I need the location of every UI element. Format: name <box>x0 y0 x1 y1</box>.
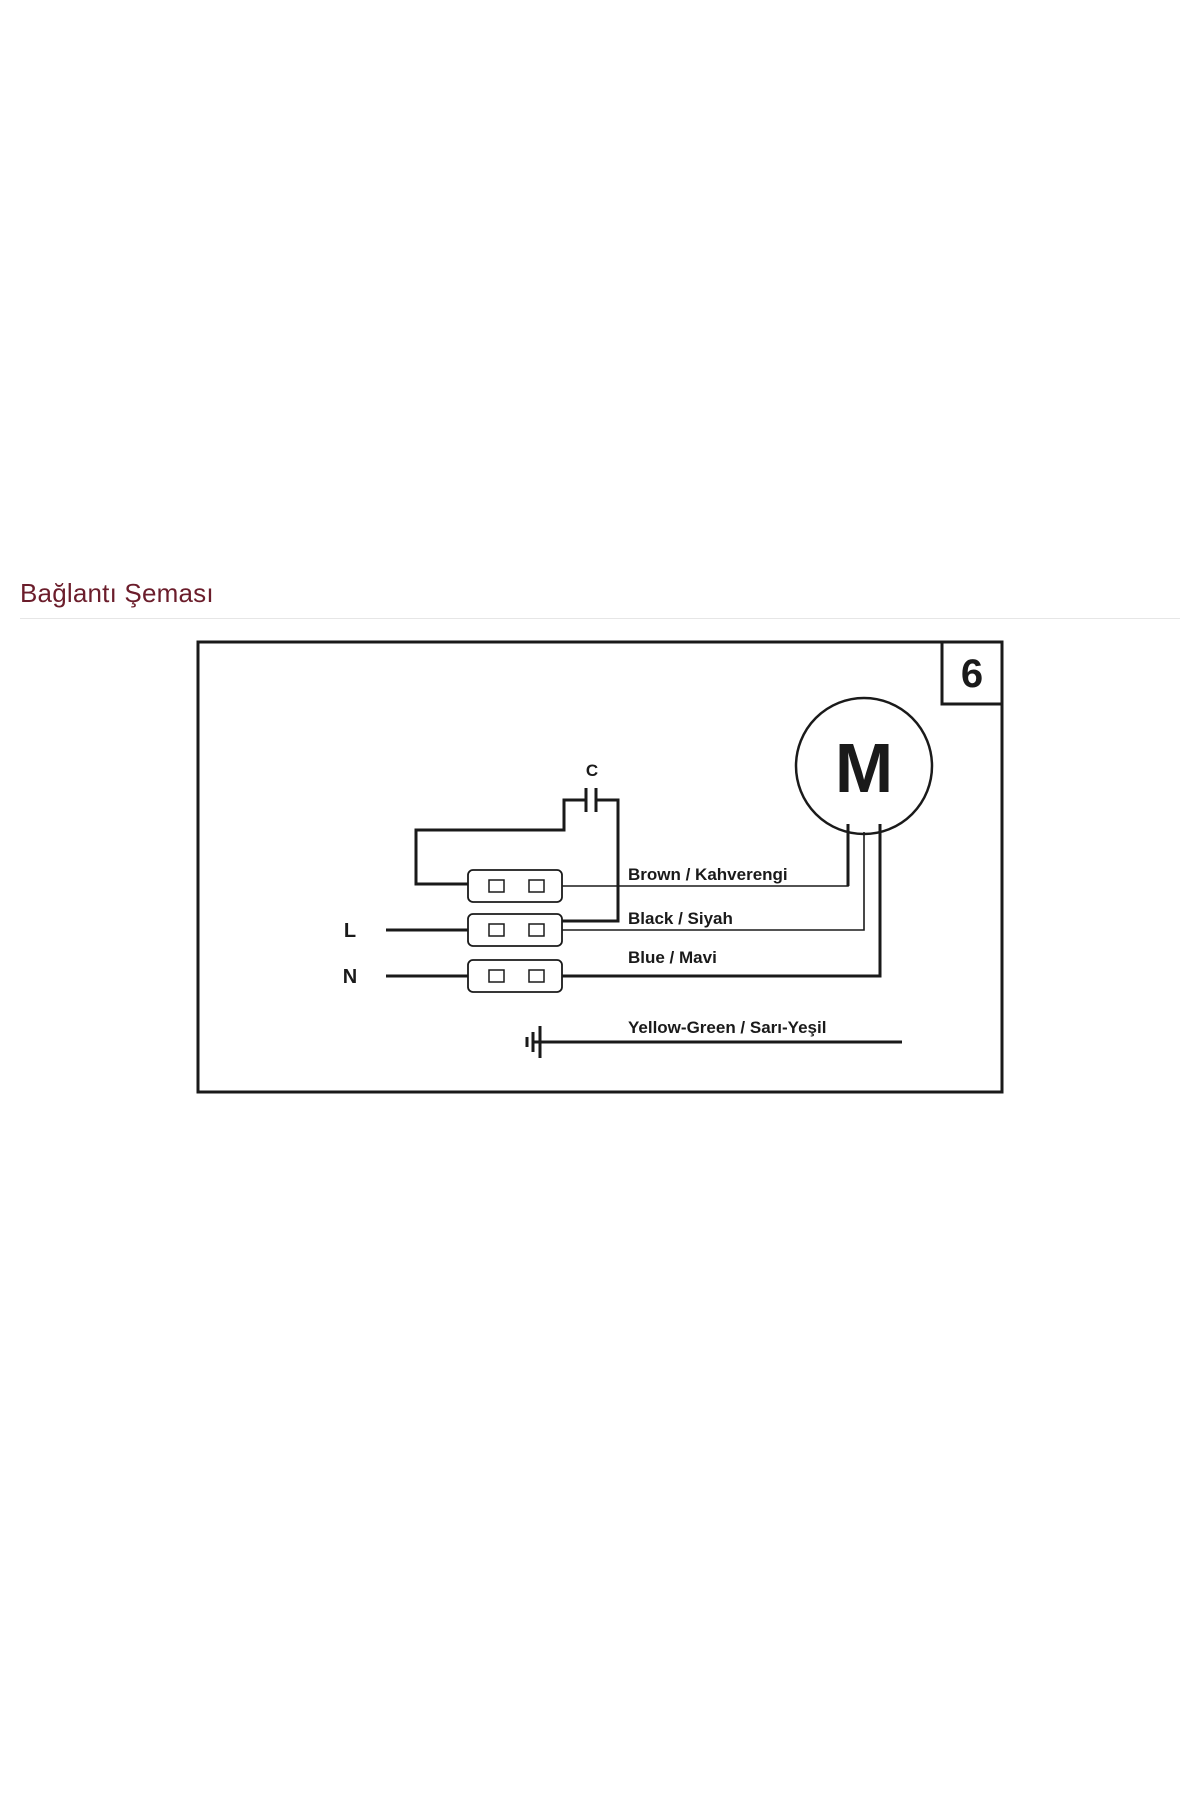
blue-wire-label: Blue / Mavi <box>628 948 717 967</box>
earth-wire: Yellow-Green / Sarı-Yeşil <box>525 1018 902 1058</box>
brown-wire-label: Brown / Kahverengi <box>628 865 788 884</box>
earth-ground-icon <box>525 1026 542 1058</box>
earth-wire-label: Yellow-Green / Sarı-Yeşil <box>628 1018 826 1037</box>
figure-number-box: 6 <box>940 642 1002 706</box>
wiring-diagram-svg: 6 M C L <box>196 640 1004 1094</box>
motor: M <box>794 696 934 836</box>
section-title: Bağlantı Şeması <box>20 578 214 608</box>
terminal-block-2 <box>467 913 563 947</box>
terminal-block-1 <box>467 869 563 903</box>
motor-label: M <box>835 729 893 807</box>
capacitor-label: C <box>586 761 598 780</box>
wiring-diagram: 6 M C L <box>196 640 1004 1096</box>
brown-wire: Brown / Kahverengi <box>562 824 850 887</box>
figure-number: 6 <box>961 652 983 696</box>
blue-wire: Blue / Mavi <box>562 824 882 978</box>
line-terminal-label: L <box>344 920 356 942</box>
black-wire-label: Black / Siyah <box>628 909 733 928</box>
terminal-block-3 <box>467 959 563 993</box>
black-wire: Black / Siyah <box>562 832 865 931</box>
neutral-terminal-label: N <box>343 966 357 988</box>
section-header: Bağlantı Şeması <box>20 578 1180 619</box>
capacitor: C <box>414 761 620 923</box>
diagram-frame <box>196 640 1004 1094</box>
